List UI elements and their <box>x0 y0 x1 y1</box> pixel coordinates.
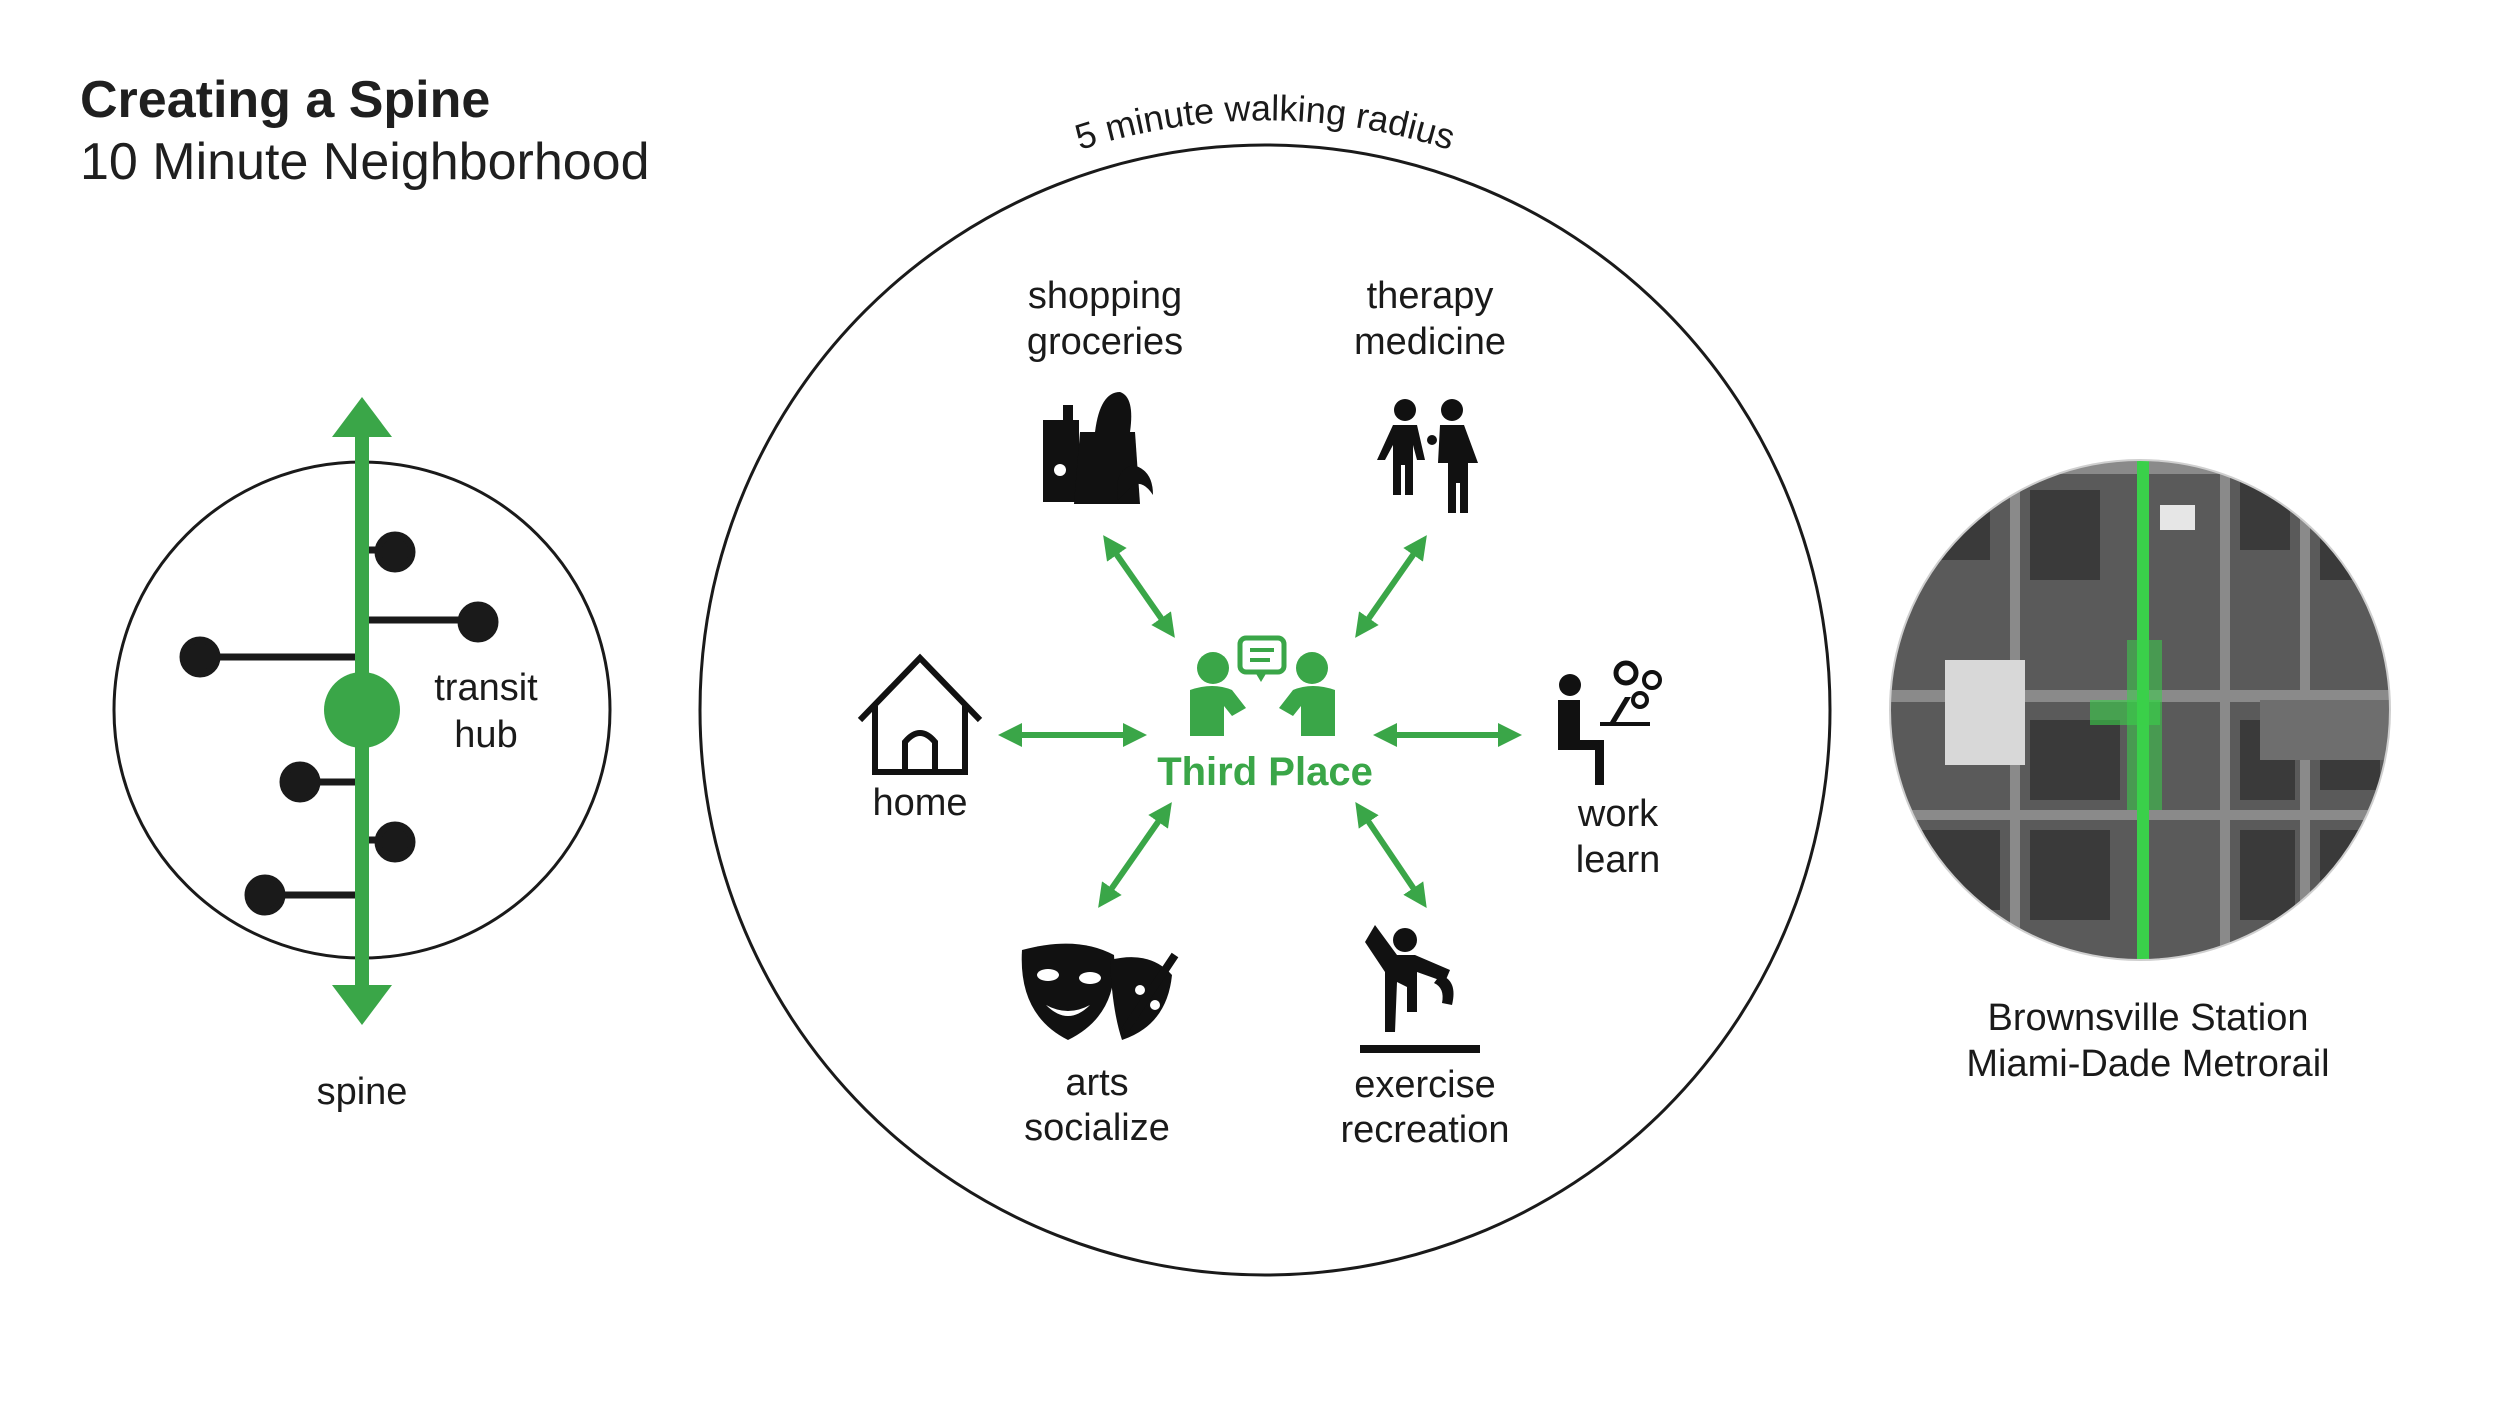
connection-arrows <box>998 535 1522 908</box>
neighborhood-diagram: 5 minute walking radius Third Place shop… <box>698 87 1832 1277</box>
third-place-people-icon <box>1190 635 1335 736</box>
arrow-shopping <box>1103 535 1175 638</box>
therapy-label: therapy <box>1367 275 1494 317</box>
branch-node <box>374 821 416 863</box>
station-system-label: Miami-Dade Metrorail <box>1966 1043 2329 1085</box>
branch-node <box>374 531 416 573</box>
work-label: work <box>1577 793 1659 835</box>
branch-node <box>457 601 499 643</box>
third-place-label: Third Place <box>1157 750 1373 794</box>
arrow-exercise <box>1355 802 1427 908</box>
socialize-label: socialize <box>1024 1107 1170 1149</box>
recreation-label: recreation <box>1341 1109 1510 1151</box>
groceries-label: groceries <box>1027 321 1183 363</box>
branch-node <box>179 636 221 678</box>
spine-branches <box>179 531 499 916</box>
diagram-subtitle: 10 Minute Neighborhood <box>80 133 650 191</box>
transit-hub-label-2: hub <box>454 714 517 756</box>
spine-label: spine <box>317 1071 408 1113</box>
station-aerial-image <box>1889 459 2391 961</box>
transit-hub-label: transit <box>434 667 538 709</box>
therapy-icon <box>1377 399 1478 513</box>
spine-diagram: transit hub spine <box>112 397 612 1113</box>
walking-radius-circle <box>698 143 1832 1277</box>
spine-arrow-up-icon <box>332 397 392 437</box>
shopping-label: shopping <box>1028 275 1182 317</box>
branch-node <box>244 874 286 916</box>
exercise-label: exercise <box>1354 1064 1496 1106</box>
transit-hub-node <box>324 672 400 748</box>
work-icon <box>1558 660 1662 785</box>
diagram-title: Creating a Spine <box>80 71 491 129</box>
arrow-arts <box>1098 802 1172 908</box>
branch-node <box>279 761 321 803</box>
spine-arrow-down-icon <box>332 985 392 1025</box>
medicine-label: medicine <box>1354 321 1506 363</box>
station-name-label: Brownsville Station <box>1987 997 2308 1039</box>
house-icon <box>857 653 983 775</box>
home-label: home <box>872 782 967 824</box>
arts-masks-icon <box>1021 943 1179 1040</box>
groceries-icon <box>1043 392 1153 504</box>
arts-label: arts <box>1065 1062 1128 1104</box>
exercise-icon <box>1360 925 1480 1053</box>
walking-radius-label: 5 minute walking radius <box>1070 87 1460 157</box>
learn-label: learn <box>1576 839 1661 881</box>
arrow-therapy <box>1355 535 1427 638</box>
